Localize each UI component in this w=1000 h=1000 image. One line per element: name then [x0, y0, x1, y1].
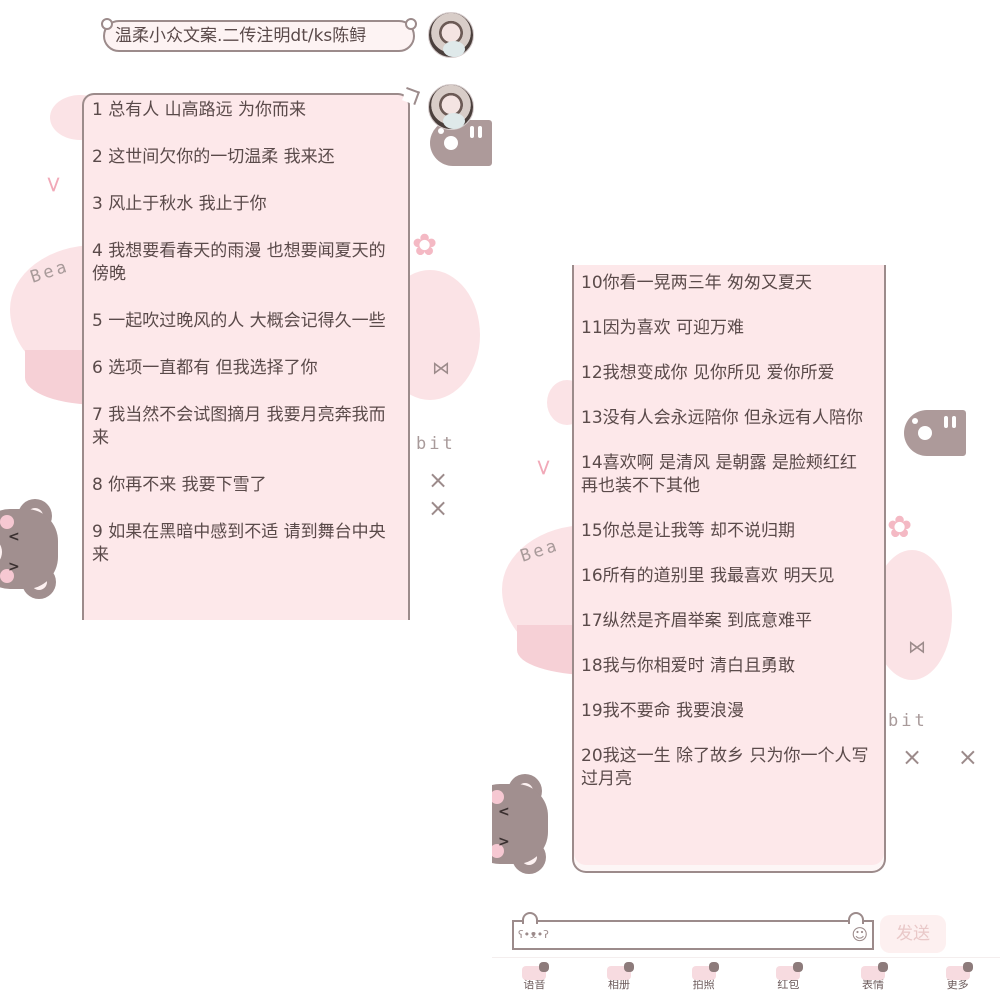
paw-sticker-icon: [904, 410, 966, 456]
message-line: 2 这世间欠你的一切温柔 我来还: [92, 147, 335, 167]
cross-marks-decoration: × ×: [902, 743, 992, 771]
toolbar-item-voice[interactable]: 语音: [492, 960, 577, 1000]
bottom-toolbar: 语音 相册 拍照 红包 表情 更多: [492, 960, 1000, 1000]
toolbar-item-more[interactable]: 更多: [915, 960, 1000, 1000]
heart-icon: >: [530, 458, 556, 477]
bear-text-decoration: Bea: [27, 256, 72, 288]
message-line: 1 总有人 山高路远 为你而来: [92, 100, 307, 120]
cross-marks-decoration: × ×: [428, 466, 463, 522]
heart-icon: >: [40, 175, 66, 194]
message-input[interactable]: ʕ•ᴥ•ʔ ☺: [512, 912, 874, 950]
message-line: 18我与你相爱时 清白且勇敢: [581, 656, 796, 676]
divider: [492, 957, 1000, 958]
message-line: 9 如果在黑暗中感到不适 请到舞台中央来: [92, 522, 386, 565]
message-line: 8 你再不来 我要下雪了: [92, 475, 267, 495]
message-line: 4 我想要看春天的雨漫 也想要闻夏天的傍晚: [92, 241, 386, 284]
title-message-bubble: 温柔小众文案.二传注明dt/ks陈鲟: [101, 18, 417, 52]
message-list: 10你看一晃两三年 匆匆又夏天 11因为喜欢 可迎万难 12我想变成你 见你所见…: [574, 265, 884, 791]
album-icon: [607, 962, 634, 980]
message-line: 11因为喜欢 可迎万难: [581, 318, 745, 338]
user-avatar[interactable]: [428, 84, 474, 130]
message-line: 12我想变成你 见你所见 爱你所爱: [581, 363, 835, 383]
camera-icon: [691, 962, 719, 980]
toolbar-label: 拍照: [692, 978, 715, 991]
bow-icon: ⋈: [908, 637, 926, 658]
bow-icon: ⋈: [432, 358, 450, 379]
message-line: 13没有人会永远陪你 但永远有人陪你: [581, 408, 864, 428]
voice-icon: [522, 962, 550, 980]
ribbon-icon: ✿: [887, 510, 913, 545]
message-bubble: 1 总有人 山高路远 为你而来 2 这世间欠你的一切温柔 我来还 3 风止于秋水…: [82, 93, 410, 620]
message-line: 16所有的道别里 我最喜欢 明天见: [581, 566, 835, 586]
message-line: 3 风止于秋水 我止于你: [92, 194, 267, 214]
bear-face-icon[interactable]: ʕ•ᴥ•ʔ: [518, 928, 549, 941]
toolbar-label: 更多: [946, 978, 969, 991]
emoji-icon: [861, 962, 889, 980]
user-avatar[interactable]: [428, 12, 474, 58]
message-line: 5 一起吹过晚风的人 大概会记得久一些: [92, 311, 386, 331]
toolbar-item-camera[interactable]: 拍照: [661, 960, 746, 1000]
message-line: 19我不要命 我要浪漫: [581, 701, 745, 721]
bear-sticker-icon: < >: [492, 770, 558, 880]
message-line: 6 选项一直都有 但我选择了你: [92, 358, 318, 378]
chat-screenshot-right: > Bea ✿ ⋈ bit × × < > 10你看一晃两三年 匆匆又夏天 11…: [492, 265, 1000, 1000]
message-line: 20我这一生 除了故乡 只为你一个人写过月亮: [581, 746, 869, 789]
bear-text-decoration: Bea: [517, 535, 562, 567]
send-button[interactable]: 发送: [880, 915, 946, 953]
message-line: 7 我当然不会试图摘月 我要月亮奔我而来: [92, 405, 386, 448]
toolbar-label: 相册: [608, 978, 630, 991]
message-line: 10你看一晃两三年 匆匆又夏天: [581, 273, 813, 293]
toolbar-label: 红包: [777, 978, 800, 991]
message-line: 17纵然是齐眉举案 到底意难平: [581, 611, 813, 631]
more-icon: [945, 962, 973, 980]
ribbon-icon: ✿: [412, 228, 438, 263]
rabbit-text-decoration: bit: [416, 434, 456, 454]
bear-sticker-icon: < >: [0, 495, 68, 605]
message-line: 14喜欢啊 是清风 是朝露 是脸颊红红 再也装不下其他: [581, 453, 857, 496]
toolbar-label: 表情: [862, 978, 885, 991]
toolbar-item-red-packet[interactable]: 红包: [746, 960, 831, 1000]
toolbar-label: 语音: [523, 978, 546, 991]
message-line: 15你总是让我等 却不说归期: [581, 521, 796, 541]
chat-screenshot-left: > Bea ✿ ⋈ bit × × < > 温柔小众文案.二传注明dt/ks陈鲟…: [0, 0, 500, 620]
toolbar-item-album[interactable]: 相册: [577, 960, 662, 1000]
message-bubble: 10你看一晃两三年 匆匆又夏天 11因为喜欢 可迎万难 12我想变成你 见你所见…: [572, 265, 886, 873]
toolbar-item-emoji[interactable]: 表情: [831, 960, 916, 1000]
red-packet-icon: [776, 962, 804, 980]
rabbit-text-decoration: bit: [888, 711, 928, 731]
message-list: 1 总有人 山高路远 为你而来 2 这世间欠你的一切温柔 我来还 3 风止于秋水…: [84, 95, 408, 567]
smiley-icon[interactable]: ☺: [851, 925, 868, 944]
